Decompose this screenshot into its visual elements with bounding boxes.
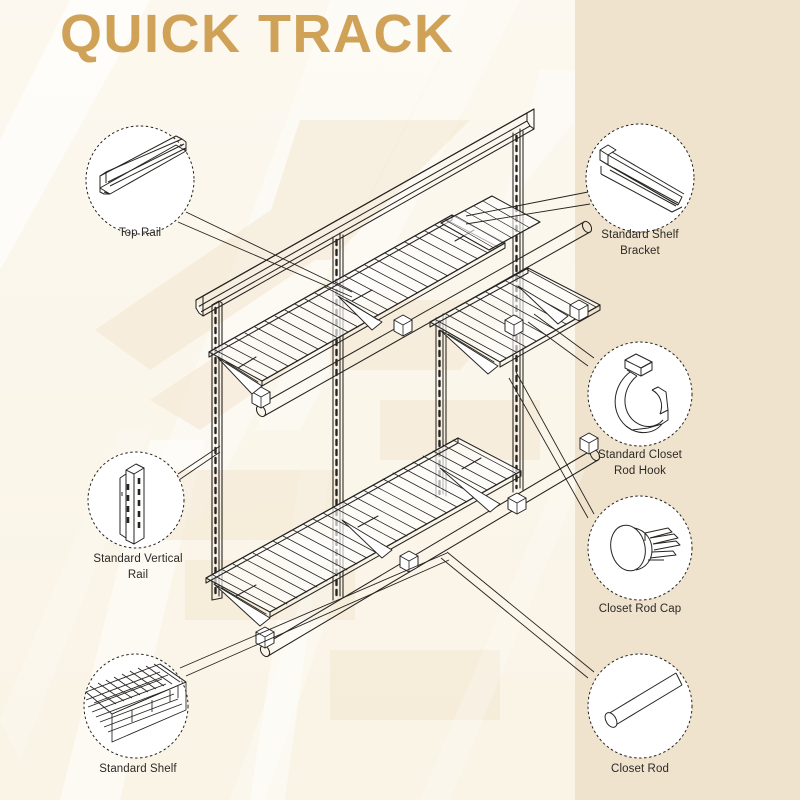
shelf-bracket-parts <box>213 285 569 627</box>
leader-standard-shelf <box>179 552 450 677</box>
callout-label-standard-vertical-rail: Standard Vertical Rail <box>93 553 183 581</box>
callout-label-closet-rod-cap: Closet Rod Cap <box>598 603 682 615</box>
detail-standard-vertical-rail[interactable] <box>87 451 185 549</box>
leader-top-rail <box>177 211 353 298</box>
top-rail-part <box>195 108 535 317</box>
shelf-upper-left <box>208 214 506 387</box>
closet-rod-upper <box>255 220 593 418</box>
leader-closet-rod <box>440 551 595 679</box>
detail-top-rail[interactable] <box>85 125 195 235</box>
leader-lines <box>175 191 595 679</box>
callout-label-closet-rod: Closet Rod <box>611 763 669 775</box>
leader-standard-closet-rod-hook <box>527 313 595 367</box>
shelving-assembly <box>195 108 601 658</box>
detail-standard-closet-rod-hook[interactable] <box>587 341 693 447</box>
detail-closet-rod[interactable] <box>587 653 693 759</box>
detail-standard-shelf-bracket[interactable] <box>585 123 695 233</box>
shelf-upper-right-top <box>440 195 541 251</box>
callout-label-top-rail: Top Rail <box>118 227 162 239</box>
callout-label-standard-shelf-bracket: Standard Shelf Bracket <box>601 229 679 257</box>
leader-standard-shelf-bracket <box>465 191 591 225</box>
leader-closet-rod-cap <box>508 371 595 519</box>
detail-standard-shelf[interactable] <box>83 653 189 759</box>
shelf-lower <box>205 437 522 618</box>
leader-standard-vertical-rail <box>175 445 221 483</box>
page-title: QUICK TRACK <box>60 4 455 64</box>
callout-label-standard-shelf: Standard Shelf <box>99 763 177 775</box>
detail-closet-rod-cap[interactable] <box>587 495 693 601</box>
detail-circles <box>83 123 695 759</box>
callout-label-standard-closet-rod-hook: Standard Closet Rod Hook <box>598 449 682 477</box>
